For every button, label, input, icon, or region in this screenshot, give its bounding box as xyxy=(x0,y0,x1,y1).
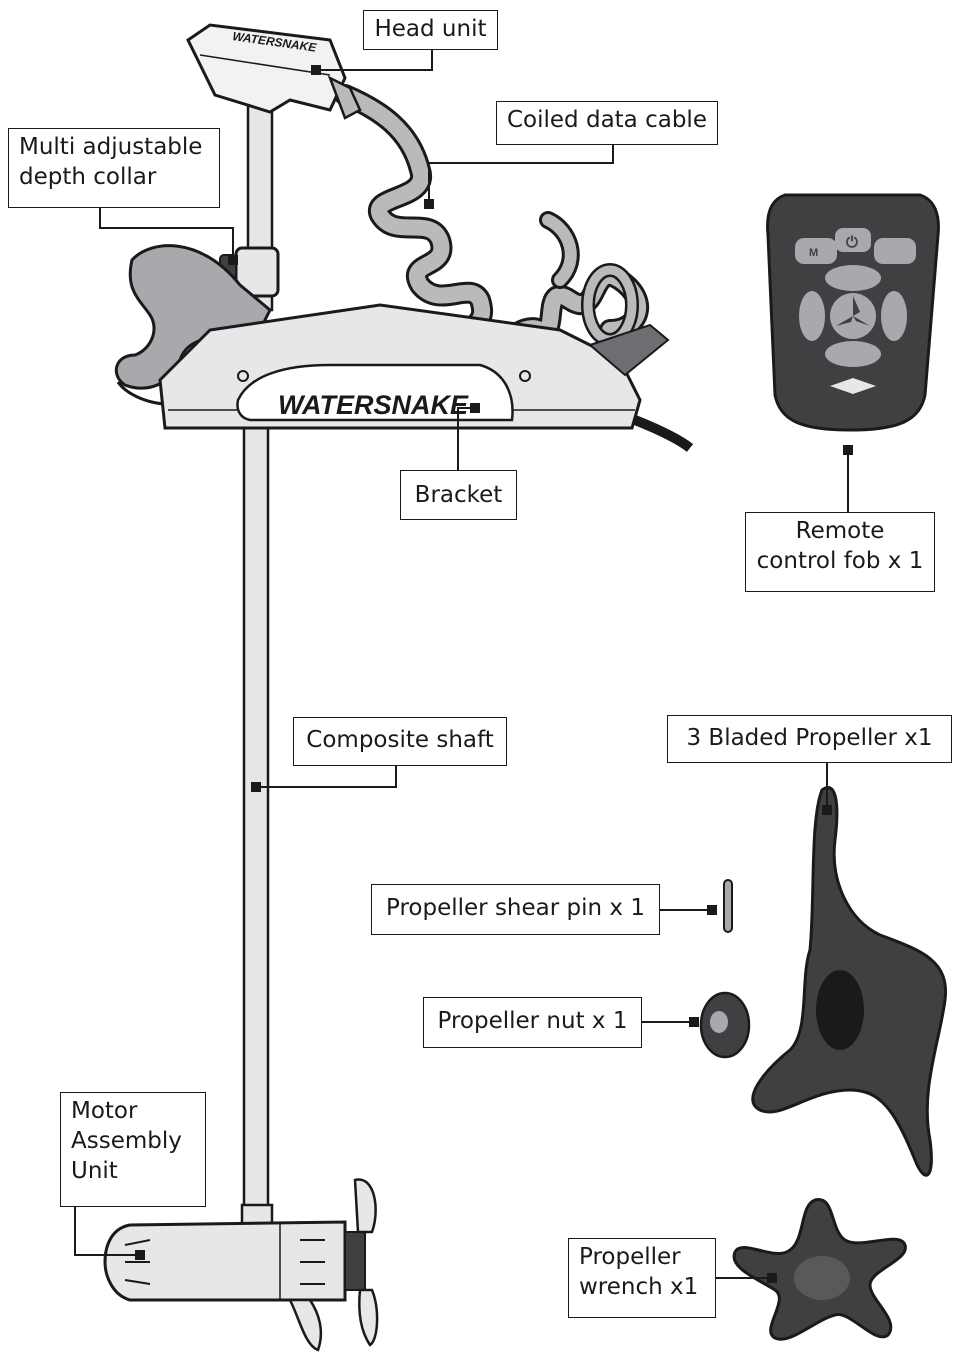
remote-fob-callout: Remote control fob x 1 xyxy=(745,512,935,592)
motor-assembly-label-line-3: Unit xyxy=(71,1158,118,1184)
bracket-callout: Bracket xyxy=(400,470,517,520)
motor-assembly-label-line-2: Assembly xyxy=(71,1128,182,1154)
bracket: WATERSNAKE xyxy=(114,244,694,453)
down-button xyxy=(825,341,881,367)
depth-collar-label-line-1: Multi adjustable xyxy=(19,134,203,160)
coiled-data-cable-callout: Coiled data cable xyxy=(496,101,718,145)
mode-button xyxy=(795,238,837,264)
power-button xyxy=(835,228,871,252)
depth-collar-callout: Multi adjustable depth collar xyxy=(8,128,220,208)
mode-button-label: M xyxy=(809,247,818,259)
shear-pin-label: Propeller shear pin x 1 xyxy=(386,895,645,921)
motor-assembly xyxy=(103,1178,379,1352)
composite-shaft-label: Composite shaft xyxy=(306,727,494,753)
propeller-wrench-callout: Propeller wrench x1 xyxy=(568,1238,716,1318)
propeller-nut xyxy=(699,991,751,1059)
composite-shaft-callout: Composite shaft xyxy=(293,717,507,766)
left-button xyxy=(799,291,825,341)
propeller-wrench-label-line-1: Propeller xyxy=(579,1244,681,1270)
propeller-nut-label: Propeller nut x 1 xyxy=(437,1008,628,1034)
leader-lines xyxy=(74,48,849,1279)
propeller-wrench xyxy=(732,1198,907,1341)
bracket-logo: WATERSNAKE xyxy=(278,390,469,420)
remote-fob: M ⏻ xyxy=(766,193,940,432)
propeller-label: 3 Bladed Propeller x1 xyxy=(686,725,933,751)
propeller-callout: 3 Bladed Propeller x1 xyxy=(667,715,952,763)
remote-fob-label-line-1: Remote xyxy=(795,518,885,544)
callout-anchors xyxy=(135,65,853,1283)
propeller-nut-callout: Propeller nut x 1 xyxy=(423,997,642,1048)
shear-pin xyxy=(723,879,733,933)
right-upper-button xyxy=(874,238,916,264)
bracket-label: Bracket xyxy=(414,482,503,508)
motor-assembly-callout: Motor Assembly Unit xyxy=(60,1092,206,1207)
propeller xyxy=(751,786,948,1177)
right-button xyxy=(881,291,907,341)
depth-collar-label-line-2: depth collar xyxy=(19,164,157,190)
head-unit-label: Head unit xyxy=(374,16,487,42)
power-icon: ⏻ xyxy=(846,234,858,251)
remote-fob-label-line-2: control fob x 1 xyxy=(756,548,924,574)
shear-pin-callout: Propeller shear pin x 1 xyxy=(371,884,660,935)
propeller-wrench-label-line-2: wrench x1 xyxy=(579,1274,699,1300)
head-unit: WATERSNAKE xyxy=(186,23,362,120)
head-unit-callout: Head unit xyxy=(363,10,498,50)
up-button xyxy=(825,265,881,291)
motor-assembly-label-line-1: Motor xyxy=(71,1098,138,1124)
coiled-data-cable-label: Coiled data cable xyxy=(507,107,707,133)
